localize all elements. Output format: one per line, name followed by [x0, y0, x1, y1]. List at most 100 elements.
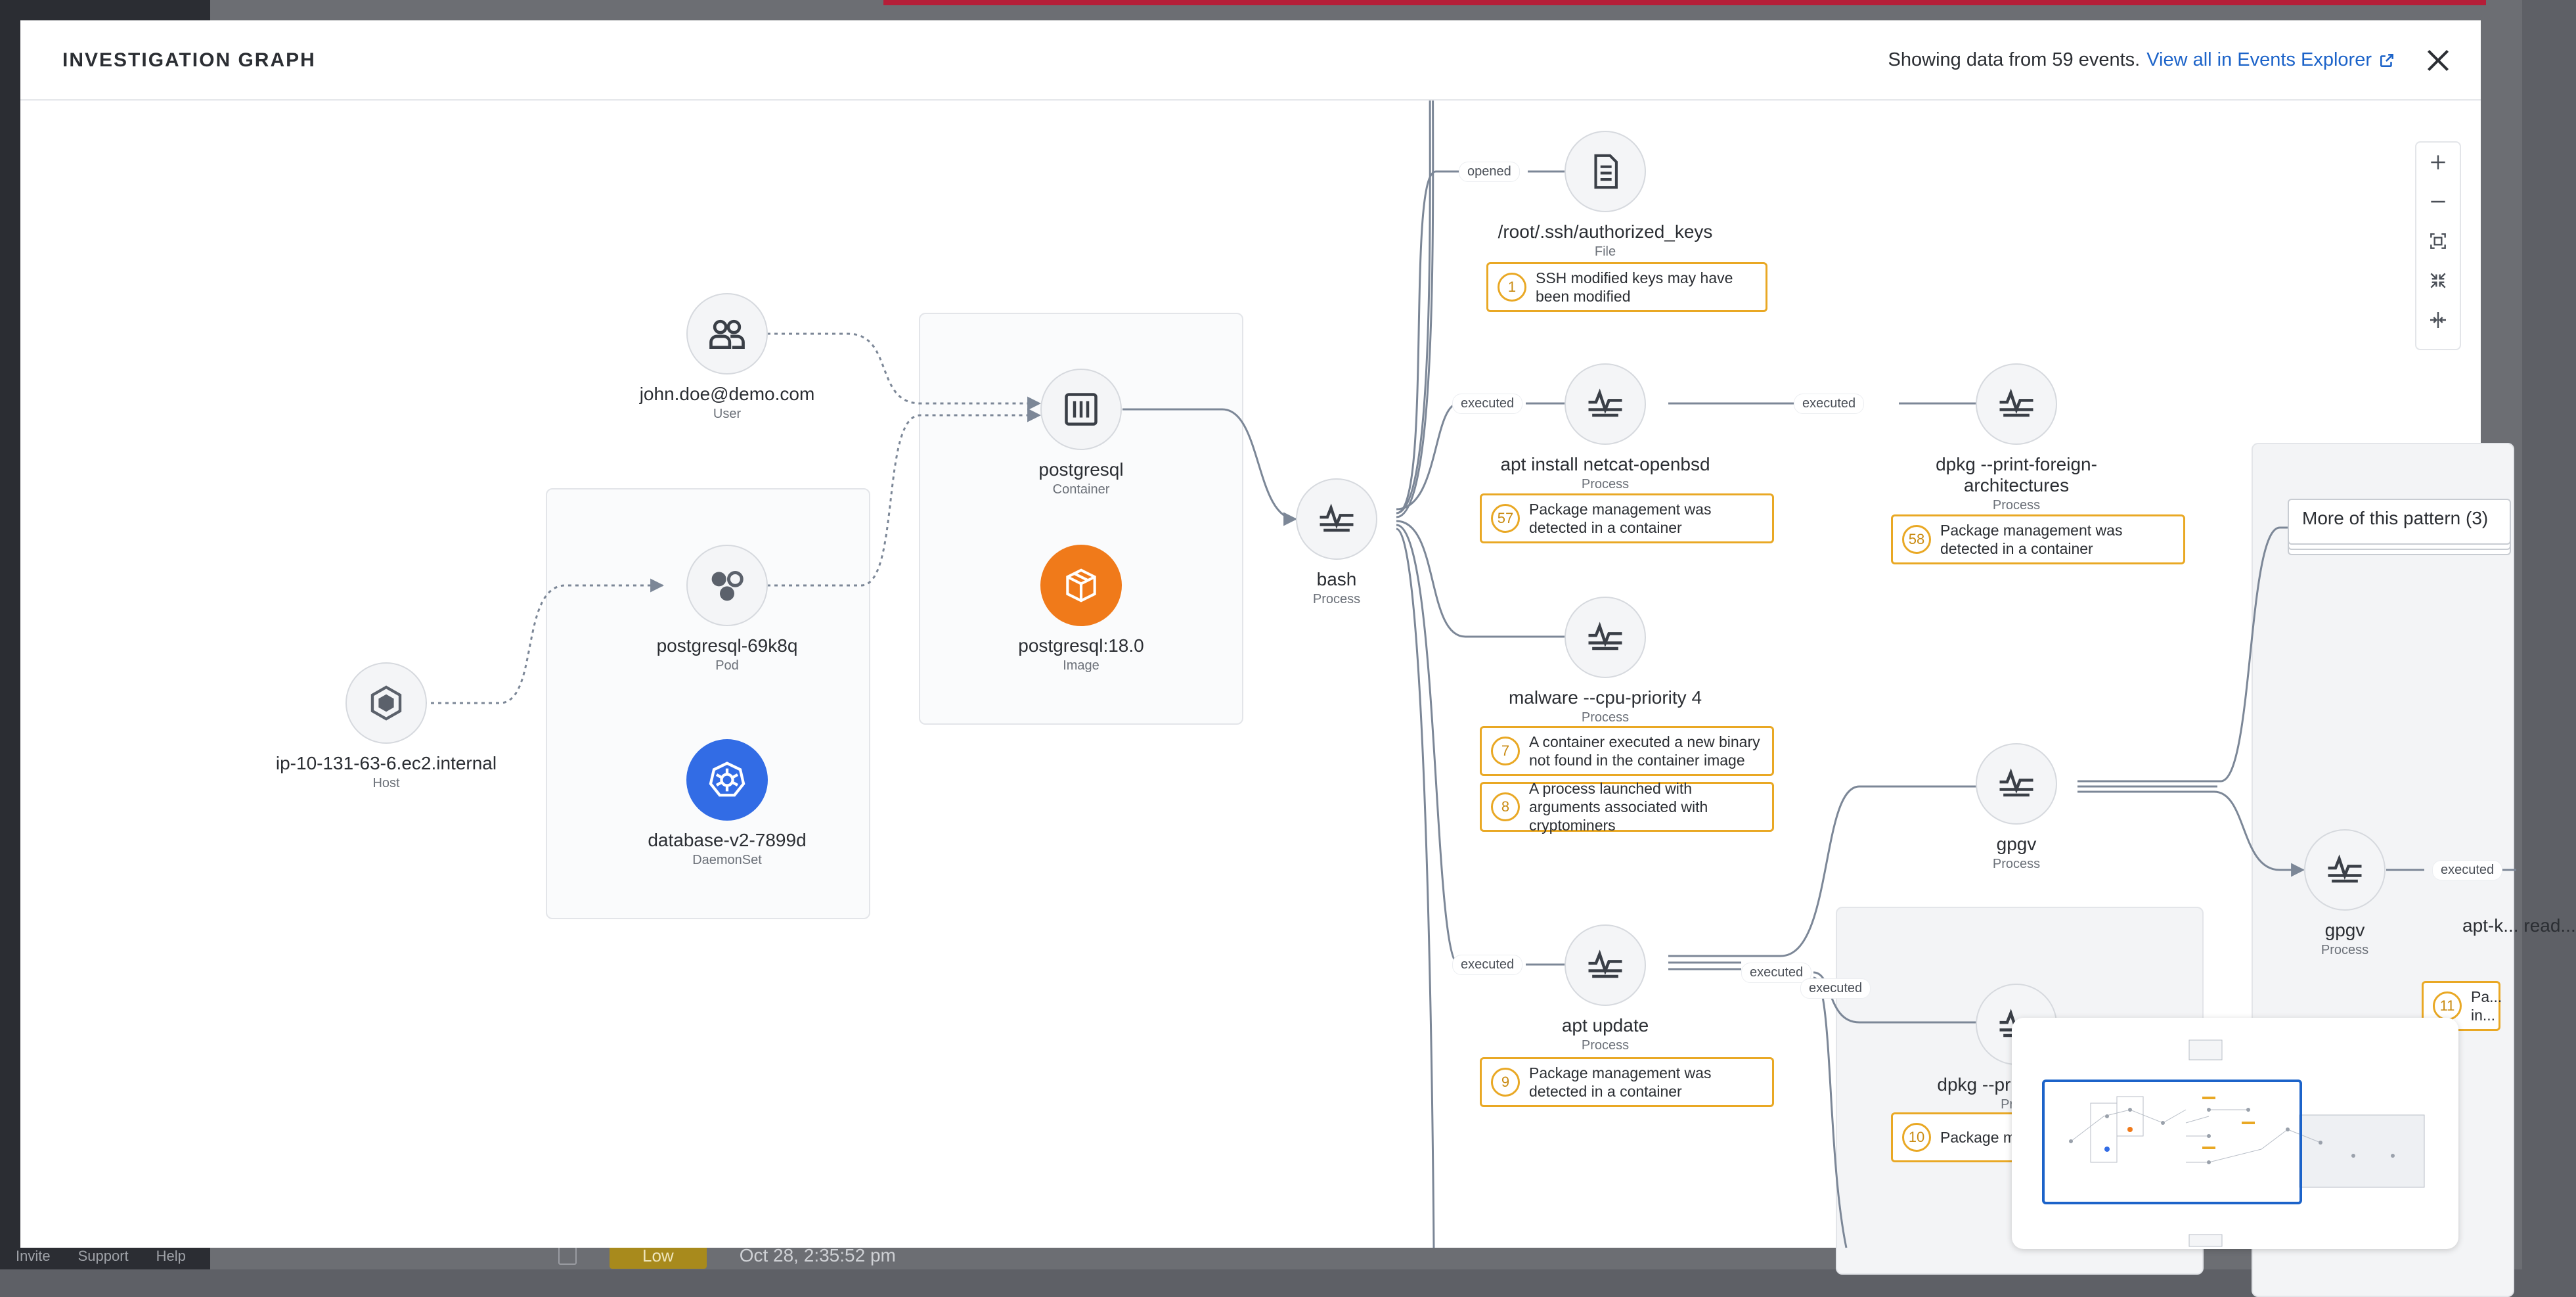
- bash-node[interactable]: bash Process: [1153, 478, 1521, 607]
- collapse-button[interactable]: [2416, 261, 2460, 300]
- node-type: Process: [1581, 710, 1630, 725]
- minimap-preview: [2069, 1039, 2425, 1247]
- hexagon-icon: [345, 662, 427, 744]
- graph-minimap[interactable]: [2012, 1018, 2458, 1249]
- alert-number: 9: [1491, 1068, 1520, 1097]
- node-label: postgresql: [1038, 459, 1124, 480]
- more-of-pattern-button[interactable]: More of this pattern (3): [2288, 499, 2511, 545]
- events-count-text: Showing data from 59 events.: [1888, 49, 2141, 70]
- fit-view-button[interactable]: [2416, 221, 2460, 261]
- node-type: Host: [372, 776, 400, 790]
- node-label: postgresql-69k8q: [656, 635, 798, 656]
- help-link[interactable]: Help: [156, 1248, 186, 1264]
- container-node[interactable]: postgresql Container: [897, 369, 1265, 497]
- node-type: DaemonSet: [692, 853, 762, 867]
- users-icon: [686, 293, 768, 375]
- invite-link[interactable]: Invite: [16, 1248, 51, 1264]
- row-timestamp: Oct 28, 2:35:52 pm: [739, 1245, 896, 1265]
- app-alert-bar: [883, 0, 2486, 5]
- edge-label-executed: executed: [1741, 963, 1812, 983]
- alert-card[interactable]: 7 A container executed a new binary not …: [1480, 726, 1774, 776]
- expand-button[interactable]: [2416, 300, 2460, 340]
- expand-horizontal-icon: [2430, 312, 2446, 328]
- alert-number: 7: [1491, 737, 1520, 765]
- plus-icon: [2431, 155, 2445, 170]
- zoom-out-button[interactable]: [2416, 182, 2460, 221]
- zoom-in-button[interactable]: [2416, 143, 2460, 182]
- host-node[interactable]: ip-10-131-63-6.ec2.internal Host: [202, 662, 570, 791]
- node-type: Process: [1581, 477, 1630, 491]
- alert-number: 11: [2433, 991, 2462, 1020]
- apt-k-node-label: apt-k... read...: [2462, 915, 2576, 936]
- process-icon: [2304, 829, 2386, 911]
- node-type: Process: [1581, 1038, 1630, 1053]
- support-link[interactable]: Support: [78, 1248, 129, 1264]
- node-label: gpgv: [1996, 834, 2037, 854]
- malware-node[interactable]: malware --cpu-priority 4 Process: [1421, 597, 1789, 725]
- node-label: malware --cpu-priority 4: [1508, 687, 1702, 708]
- container-icon: [1040, 369, 1122, 450]
- graph-canvas[interactable]: opened executed executed executed execut…: [20, 34, 2576, 1297]
- alert-number: 8: [1491, 792, 1520, 821]
- apt-update-node[interactable]: apt update Process: [1421, 924, 1789, 1053]
- node-type: File: [1594, 244, 1616, 259]
- dpkg-node[interactable]: dpkg --print-foreign-architectures Proce…: [1898, 363, 2135, 513]
- events-info: Showing data from 59 events. View all in…: [1888, 49, 2395, 71]
- node-label: bash: [1316, 569, 1357, 589]
- daemonset-node[interactable]: database-v2-7899d DaemonSet: [543, 739, 911, 868]
- modal-header: INVESTIGATION GRAPH Showing data from 59…: [20, 20, 2481, 101]
- app-sidebar-footer: Invite Support Help: [0, 1243, 210, 1269]
- edge-label-executed: executed: [1452, 394, 1523, 414]
- image-node[interactable]: postgresql:18.0 Image: [897, 545, 1265, 673]
- edge-label-executed: executed: [1800, 978, 1871, 999]
- edge-label-opened: opened: [1459, 162, 1520, 182]
- alert-card[interactable]: 1 SSH modified keys may have been modifi…: [1486, 262, 1767, 312]
- file-node[interactable]: /root/.ssh/authorized_keys File: [1421, 131, 1789, 260]
- edge-label-executed: executed: [1452, 955, 1523, 975]
- node-type: Process: [1992, 857, 2041, 871]
- image-icon: [1040, 545, 1122, 626]
- node-label: database-v2-7899d: [648, 830, 807, 850]
- node-label: apt install netcat-openbsd: [1500, 454, 1710, 474]
- view-events-explorer-link[interactable]: View all in Events Explorer: [2146, 49, 2395, 71]
- kubernetes-icon: [686, 739, 768, 821]
- node-label: dpkg --print-foreign-architectures: [1936, 454, 2097, 495]
- modal-title: INVESTIGATION GRAPH: [62, 49, 316, 71]
- user-node[interactable]: john.doe@demo.com User: [543, 293, 911, 422]
- row-checkbox[interactable]: [558, 1246, 577, 1265]
- alert-text: A process launched with arguments associ…: [1529, 780, 1708, 834]
- minus-icon: [2431, 200, 2445, 203]
- node-label: john.doe@demo.com: [639, 384, 815, 404]
- alert-card[interactable]: 57 Package management was detected in a …: [1480, 493, 1774, 543]
- apt-install-node[interactable]: apt install netcat-openbsd Process: [1421, 363, 1789, 492]
- file-icon: [1565, 131, 1646, 212]
- node-label: apt update: [1561, 1015, 1649, 1035]
- events-link-label: View all in Events Explorer: [2146, 49, 2372, 70]
- alert-card[interactable]: 58 Package management was detected in a …: [1891, 514, 2185, 564]
- alert-card[interactable]: 9 Package management was detected in a c…: [1480, 1057, 1774, 1107]
- alert-text: Package management was detected in a con…: [1529, 501, 1712, 536]
- external-link-icon: [2380, 53, 2393, 67]
- alert-text: SSH modified keys may have been modified: [1536, 269, 1733, 305]
- minimap-viewport[interactable]: [2042, 1080, 2302, 1204]
- process-icon: [1565, 363, 1646, 445]
- node-label: ip-10-131-63-6.ec2.internal: [275, 753, 497, 773]
- close-icon[interactable]: [2422, 44, 2454, 77]
- node-label: gpgv: [2324, 920, 2365, 940]
- gpgv-node[interactable]: gpgv Process: [1832, 743, 2200, 872]
- node-type: Container: [1052, 482, 1110, 497]
- alert-text: Pa... in...: [2471, 988, 2502, 1024]
- gpgv-node-2[interactable]: gpgv Process: [2246, 829, 2443, 958]
- pod-node[interactable]: postgresql-69k8q Pod: [543, 545, 911, 673]
- alert-number: 1: [1498, 273, 1526, 302]
- alert-number: 58: [1902, 525, 1931, 554]
- alert-card[interactable]: 8 A process launched with arguments asso…: [1480, 780, 1774, 834]
- collapse-icon: [2430, 273, 2446, 288]
- alert-text: Package management was detected in a con…: [1940, 522, 2123, 557]
- node-label: /root/.ssh/authorized_keys: [1498, 221, 1713, 242]
- edge-label-executed: executed: [2432, 860, 2503, 880]
- alert-text: A container executed a new binary not fo…: [1529, 733, 1760, 769]
- alert-card[interactable]: 11 Pa... in...: [2422, 981, 2502, 1031]
- fit-view-icon: [2430, 233, 2446, 249]
- alert-number: 57: [1491, 504, 1520, 533]
